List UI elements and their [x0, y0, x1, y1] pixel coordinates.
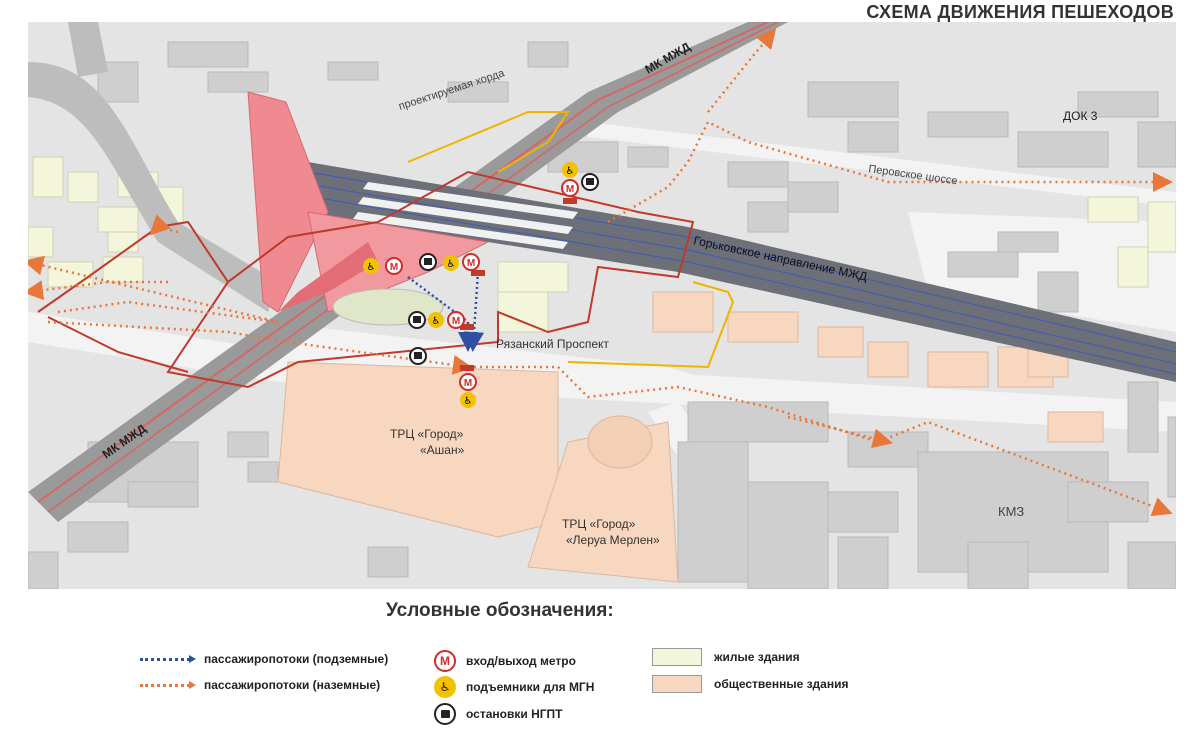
lift-icon: ♿	[566, 166, 575, 177]
label-trc-leroy-1: ТРЦ «Город»	[562, 517, 636, 531]
metro-icon: М	[452, 316, 460, 327]
label-ryazansky: Рязанский Проспект	[496, 337, 609, 351]
legend-lifts: ♿ подъемники для МГН	[434, 676, 594, 698]
label-dok3: ДОК 3	[1063, 109, 1098, 123]
entrance-markers	[460, 198, 577, 371]
legend-ground-label: пассажиропотоки (наземные)	[204, 678, 381, 692]
public-swatch	[652, 675, 702, 693]
legend-underground: пассажиропотоки (подземные)	[140, 652, 388, 666]
platforms	[353, 182, 578, 249]
icon-cluster-sw: ♿ М	[408, 311, 465, 365]
lift-icon: ♿	[367, 262, 376, 273]
metro-icon: М	[467, 258, 475, 269]
residential-buildings	[28, 156, 1176, 333]
label-trc-auchan-1: ТРЦ «Город»	[390, 427, 464, 441]
legend-stops: остановки НГПТ	[434, 703, 563, 725]
label-trc-leroy-2: «Леруа Мерлен»	[566, 533, 660, 547]
rail-corridor	[28, 22, 788, 522]
dotted-arrow-blue-icon	[140, 654, 196, 663]
lift-icon: ♿	[432, 316, 441, 327]
icon-cluster-s: М ♿	[459, 373, 477, 408]
legend-underground-label: пассажиропотоки (подземные)	[204, 652, 389, 666]
metro-icon: М	[566, 184, 574, 195]
label-kmz: КМЗ	[998, 504, 1024, 519]
legend-lifts-label: подъемники для МГН	[466, 680, 595, 694]
legend-ground: пассажиропотоки (наземные)	[140, 678, 380, 692]
metro-icon: М	[390, 262, 398, 273]
metro-icon: М	[434, 650, 456, 672]
ground-flows	[28, 28, 1173, 517]
yellow-boundary	[407, 111, 735, 369]
legend-residential-label: жилые здания	[714, 650, 800, 664]
lift-icon: ♿	[434, 676, 456, 698]
bus-icon	[414, 352, 422, 359]
page-title: СХЕМА ДВИЖЕНИЯ ПЕШЕХОДОВ	[866, 2, 1174, 22]
legend-metro-label: вход/выход метро	[466, 654, 576, 668]
bus-icon	[586, 178, 594, 185]
legend-public-label: общественные здания	[714, 677, 849, 691]
bus-icon	[413, 316, 421, 323]
label-trc-auchan-2: «Ашан»	[420, 443, 465, 457]
icon-cluster-ne: ♿ М	[561, 162, 599, 197]
public-buildings	[277, 291, 1104, 583]
bus-icon	[424, 258, 432, 265]
legend-stops-label: остановки НГПТ	[466, 707, 563, 721]
legend-public: общественные здания	[652, 675, 848, 693]
lift-icon: ♿	[464, 396, 473, 407]
lift-icon: ♿	[447, 259, 456, 270]
underground-flows	[407, 271, 484, 352]
residential-swatch	[652, 648, 702, 666]
dotted-arrow-orange-icon	[140, 680, 196, 689]
legend-residential: жилые здания	[652, 648, 800, 666]
metro-icon: М	[464, 378, 472, 389]
bus-icon	[434, 703, 456, 725]
station-map[interactable]: ♿ М ♿ М ♿ М ♿ М М ♿ МК МЖД МК МЖД пр	[28, 22, 1176, 589]
legend-title: Условные обозначения:	[386, 600, 614, 621]
legend-metro: М вход/выход метро	[434, 650, 576, 672]
station-boundary	[166, 170, 695, 389]
buildings-grey	[28, 41, 1176, 589]
icon-cluster-mid: ♿ М ♿ М	[363, 253, 480, 275]
